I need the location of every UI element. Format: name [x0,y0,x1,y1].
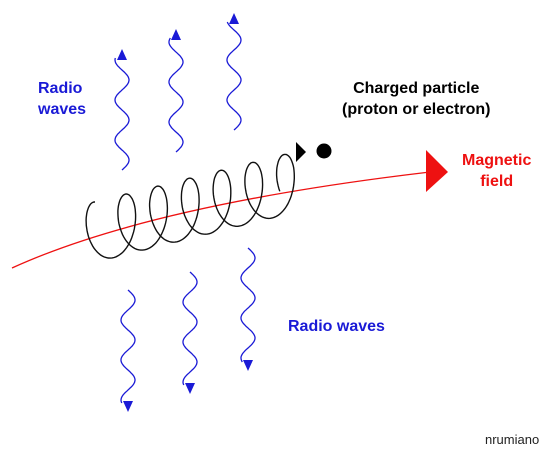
radio-wave-down-1 [120,289,136,404]
radio-wave-up-3-arrowhead [229,13,239,24]
charged-particle-dot [316,143,332,159]
radio-wave-down-2-arrowhead [185,383,195,394]
radio-wave-up-2-arrowhead [171,29,181,40]
radio-waves-top-line1: Radio [38,80,83,97]
radio-wave-up-1 [114,57,130,171]
radio-wave-down-3-arrowhead [243,360,253,371]
radio-wave-down-2 [182,271,198,386]
magnetic-field-label: Magnetic field [462,150,531,192]
magnetic-field-line [11,171,431,269]
charged-particle-line1: Charged particle [353,80,480,97]
credit-text: nrumiano [485,432,540,447]
helical-particle-path [85,153,295,259]
magnetic-field-line1: Magnetic [462,152,532,169]
radio-wave-down-1-arrowhead [123,401,133,412]
radio-waves-top-line2: waves [38,101,87,118]
radio-waves-bottom-label: Radio waves [288,318,385,335]
charged-particle-line2: (proton or electron) [342,101,491,118]
radio-wave-down-3 [240,247,256,363]
charged-particle-label: Charged particle (proton or electron) [342,78,490,120]
particle-direction-arrowhead [296,142,306,162]
magnetic-field-line2: field [480,173,514,190]
radio-waves-top-label: Radio waves [38,78,86,120]
radio-wave-up-2 [168,37,184,153]
radio-wave-up-3 [226,21,242,131]
magnetic-field-arrowhead [426,150,448,192]
radio-wave-up-1-arrowhead [117,49,127,60]
